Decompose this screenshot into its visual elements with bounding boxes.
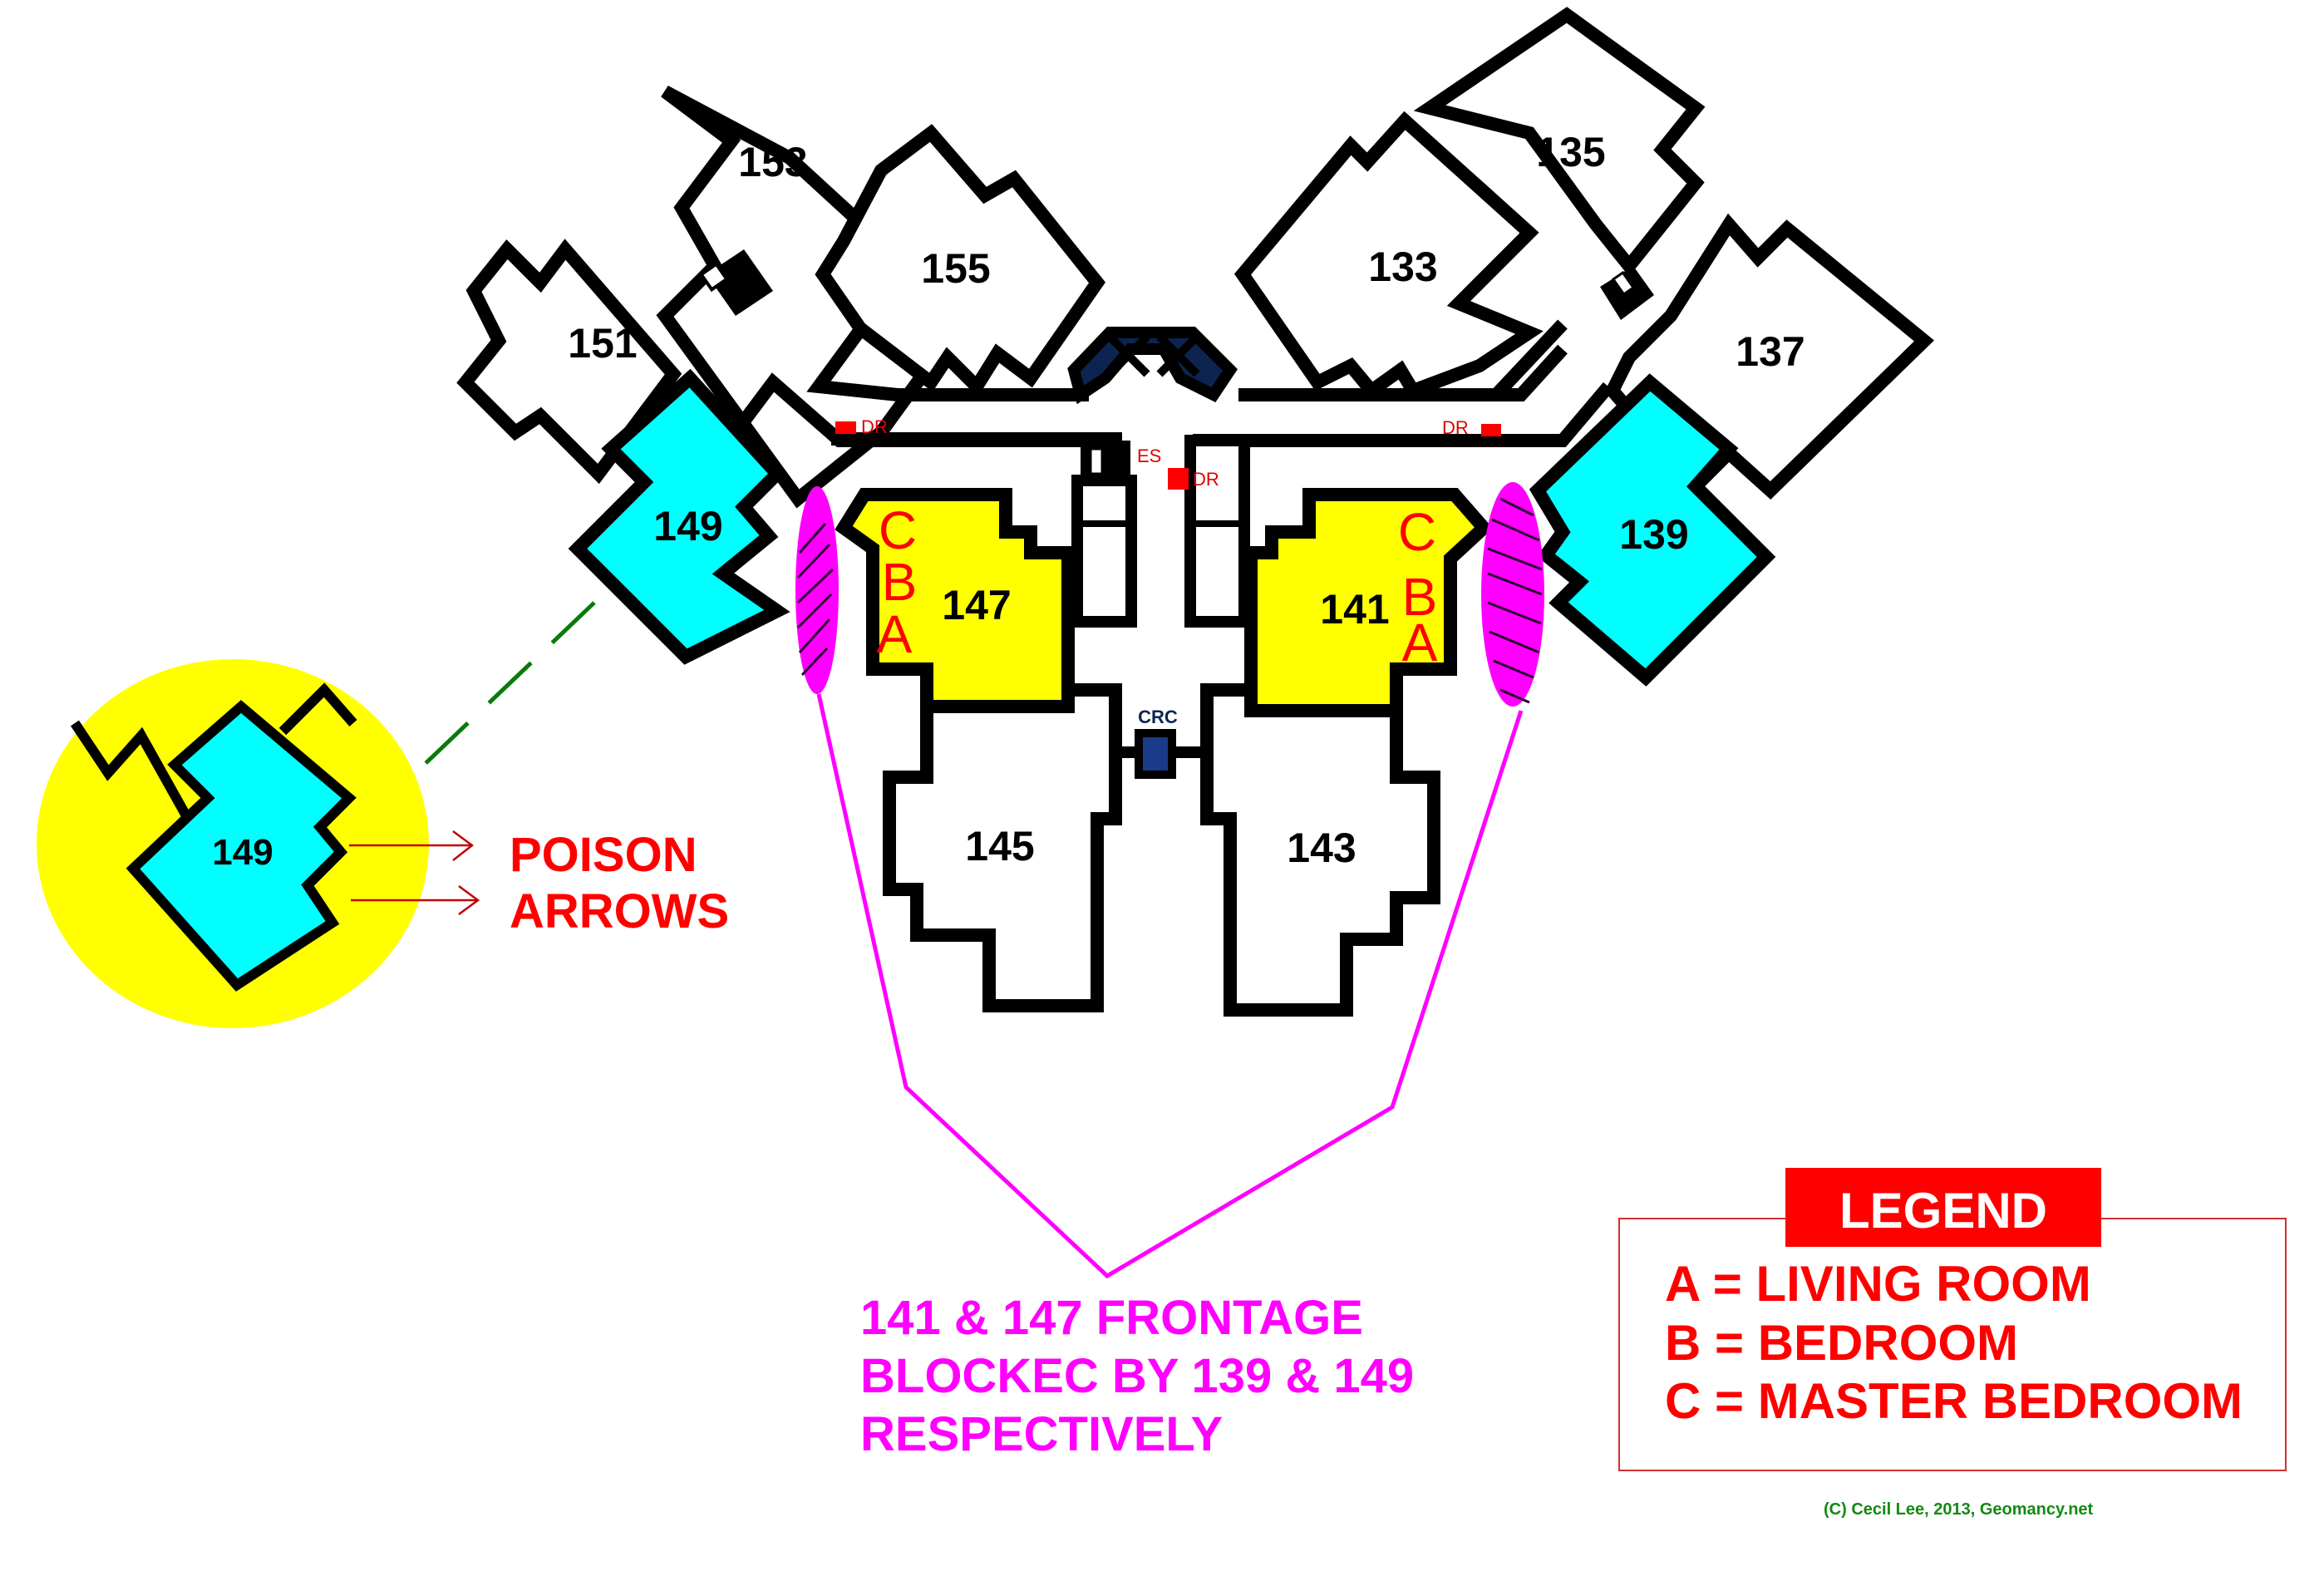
annotation-pointer-line — [816, 693, 1524, 1279]
service-room-right — [1184, 435, 1250, 628]
inset-magnifier: 149 — [37, 659, 480, 1028]
unit-147-room-a: A — [877, 604, 913, 664]
service-room-left — [1071, 475, 1137, 628]
crc-core: CRC — [1115, 707, 1207, 779]
unit-143[interactable]: 143 — [1200, 683, 1440, 1017]
unit-147-label: 147 — [942, 582, 1011, 628]
dr-marker-center: DR — [1168, 468, 1219, 490]
unit-149-label: 149 — [653, 503, 722, 549]
poison-label-line-1: POISON — [510, 828, 697, 882]
poison-arrow-icon-1 — [349, 830, 475, 861]
unit-141-room-b: B — [1402, 567, 1438, 627]
unit-133[interactable]: 133 — [1233, 111, 1544, 400]
unit-155-label: 155 — [921, 245, 990, 292]
stair-core-right — [1600, 266, 1654, 320]
es-label: ES — [1137, 446, 1161, 466]
unit-135[interactable]: 135 — [1413, 7, 1706, 277]
unit-135-label: 135 — [1536, 129, 1605, 175]
note-line-1: 141 & 147 FRONTAGE — [860, 1291, 1363, 1345]
dr-label-right: DR — [1442, 417, 1469, 438]
poison-label-line-2: ARROWS — [510, 884, 729, 938]
inset-unit-149-label: 149 — [212, 832, 273, 873]
unit-151[interactable]: 151 — [456, 239, 682, 485]
legend: LEGEND A = LIVING ROOM B = BEDROOM C = M… — [1618, 1168, 2287, 1471]
legend-item-a: A = LIVING ROOM — [1665, 1256, 2091, 1312]
unit-141-room-c: C — [1398, 502, 1436, 562]
unit-137-label: 137 — [1736, 328, 1805, 375]
unit-155[interactable]: 155 — [815, 124, 1105, 397]
corridor-wall — [806, 320, 1089, 401]
blocking-ellipse-right — [1481, 482, 1544, 707]
note-line-3: RESPECTIVELY — [860, 1407, 1223, 1461]
dr-marker-left: DR — [835, 416, 888, 437]
copyright-credit: (C) Cecil Lee, 2013, Geomancy.net — [1824, 1500, 2094, 1519]
unit-149[interactable]: 149 — [568, 368, 790, 665]
unit-145[interactable]: 145 — [883, 683, 1122, 1012]
blocking-ellipse-left — [795, 486, 839, 694]
crc-label: CRC — [1138, 707, 1178, 727]
legend-item-c: C = MASTER BEDROOM — [1665, 1373, 2243, 1429]
unit-151-label: 151 — [568, 320, 637, 367]
unit-145-label: 145 — [965, 823, 1034, 869]
unit-147-room-b: B — [882, 552, 918, 612]
corridor-wall-right — [1491, 319, 1568, 400]
dr-label-left: DR — [861, 416, 888, 437]
legend-title: LEGEND — [1839, 1183, 2047, 1239]
unit-139-label: 139 — [1619, 511, 1688, 558]
unit-133-label: 133 — [1368, 244, 1437, 290]
unit-141-room-a: A — [1402, 613, 1438, 672]
unit-147[interactable]: 147 C B A — [835, 488, 1075, 713]
unit-141-label: 141 — [1320, 586, 1389, 633]
stair-core-left — [698, 249, 773, 316]
unit-147-room-c: C — [879, 500, 917, 560]
corridor-wall-center-right — [1193, 382, 1614, 447]
unit-139[interactable]: 139 — [1529, 373, 1776, 687]
inset-connector-line — [418, 601, 596, 771]
unit-141[interactable]: 141 C B A — [1244, 488, 1494, 717]
unit-143-label: 143 — [1287, 825, 1356, 871]
dr-label-center: DR — [1193, 469, 1219, 490]
inset-unit-149 — [126, 700, 357, 992]
unit-153-label: 153 — [738, 139, 807, 185]
lift-lobby — [1067, 327, 1238, 405]
note-line-2: BLOCKEC BY 139 & 149 — [860, 1349, 1414, 1403]
poison-arrow-icon-2 — [351, 884, 480, 916]
legend-item-b: B = BEDROOM — [1665, 1315, 2018, 1371]
corridor-wall-center-top — [1238, 344, 1568, 401]
dr-marker-right: DR — [1442, 417, 1501, 438]
